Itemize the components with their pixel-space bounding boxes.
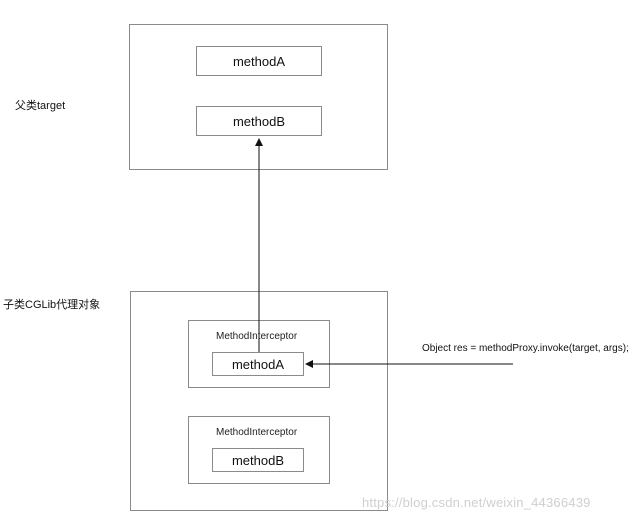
child-method-b-box: methodB: [212, 448, 304, 472]
parent-method-b-box: methodB: [196, 106, 322, 136]
parent-method-a-box: methodA: [196, 46, 322, 76]
interceptor-label-1: MethodInterceptor: [216, 331, 298, 342]
invoke-call-label: Object res = methodProxy.invoke(target, …: [422, 343, 629, 354]
parent-class-label: 父类target: [15, 100, 66, 112]
child-method-a-box: methodA: [212, 352, 304, 376]
interceptor-label-2: MethodInterceptor: [216, 427, 298, 438]
watermark-text: https://blog.csdn.net/weixin_44366439: [362, 495, 591, 510]
child-class-label: 子类CGLib代理对象: [3, 299, 101, 311]
